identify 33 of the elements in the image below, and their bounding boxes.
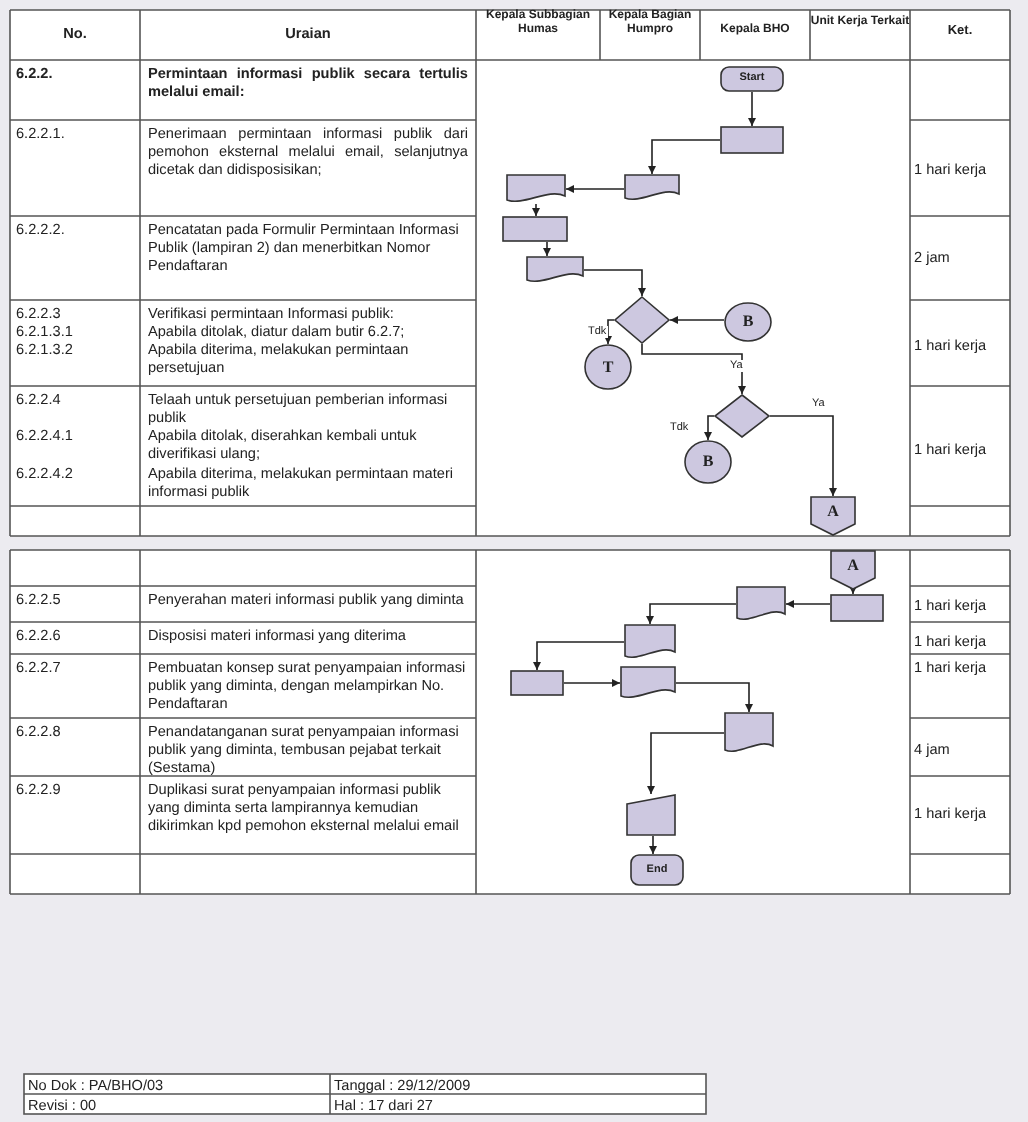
arrow	[583, 269, 646, 297]
decision-diamond	[614, 296, 670, 344]
document-shape	[620, 666, 676, 700]
arrow	[533, 641, 625, 671]
process-box	[720, 126, 784, 154]
document-shape	[624, 624, 676, 660]
document-shape	[506, 174, 566, 204]
arrow	[532, 203, 540, 217]
arrow	[669, 316, 725, 324]
arrow	[543, 241, 551, 257]
document-shape	[736, 586, 786, 622]
process-box	[830, 594, 884, 622]
arrow	[704, 415, 715, 441]
arrow	[849, 586, 857, 595]
process-box	[502, 216, 568, 242]
arrow	[675, 682, 753, 713]
arrow	[604, 319, 615, 345]
arrow	[769, 415, 837, 497]
arrow	[646, 603, 737, 625]
connector-circle: B	[724, 302, 772, 342]
connector-circle: T	[584, 344, 632, 390]
arrow	[641, 343, 746, 395]
process-box	[510, 670, 564, 696]
arrow	[647, 732, 725, 795]
arrow	[648, 139, 721, 175]
connector-circle: B	[684, 440, 732, 484]
arrow	[563, 679, 621, 687]
arrow	[565, 185, 625, 193]
decision-diamond	[714, 394, 770, 438]
document-shape	[724, 712, 774, 754]
arrow	[649, 835, 657, 855]
arrow	[748, 91, 756, 127]
arrow	[785, 600, 831, 608]
